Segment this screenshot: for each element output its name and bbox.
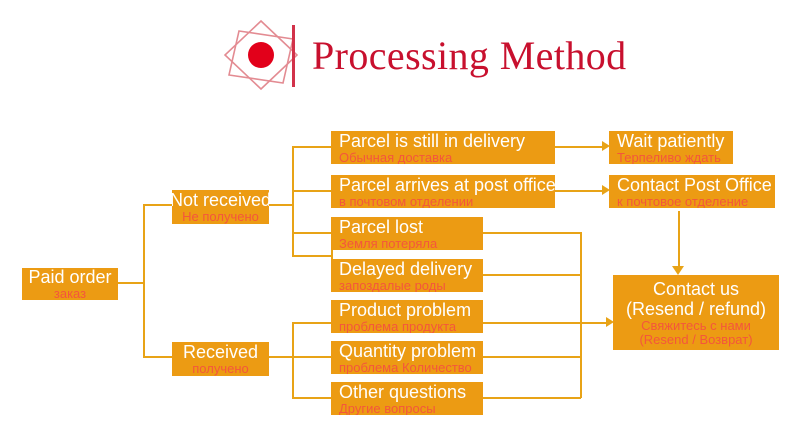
node-not-received-en: Not received [172,190,269,210]
arrowhead-post-office [602,185,610,195]
node-received-ru: получено [192,361,249,376]
node-product-problem[interactable]: Product problem проблема продукта [331,300,483,333]
node-parcel-at-post-office-en: Parcel arrives at post office [339,175,555,195]
node-quantity-problem-ru: проблема Количество [339,359,472,374]
node-contact-us-ru-line1: Свяжитесь с нами [641,317,751,333]
arrowhead-contact-us-top [672,266,684,275]
connector-received-bus [292,322,294,398]
node-quantity-problem[interactable]: Quantity problem проблема Количество [331,341,483,374]
connector-nr-item-4-stub [292,255,332,257]
node-parcel-lost[interactable]: Parcel lost Земля потеряла [331,217,483,250]
connector-nr-item-3 [292,232,332,234]
node-delayed-delivery-ru: запоздалые роды [339,277,446,292]
connector-to-received [143,356,174,358]
node-delayed-delivery-en: Delayed delivery [339,259,473,279]
connector-nr-item-1 [292,146,332,148]
connector-parcel-lost-right [483,232,581,234]
node-parcel-lost-ru: Земля потеряла [339,235,438,250]
node-product-problem-ru: проблема продукта [339,318,457,333]
node-wait-patiently-en: Wait patiently [617,131,725,151]
connector-quantity-right [483,356,581,358]
node-other-questions-ru: Другие вопросы [339,400,436,415]
arrowhead-contact-us-left [606,317,614,327]
connector-to-not-received [143,204,174,206]
node-other-questions-en: Other questions [339,382,467,402]
connector-post-office-down [678,211,680,271]
node-other-questions[interactable]: Other questions Другие вопросы [331,382,483,415]
header-divider [292,25,295,87]
connector-issues-bus [580,232,582,398]
node-contact-us[interactable]: Contact us (Resend / refund) Свяжитесь с… [613,275,779,350]
connector-received-out [268,356,293,358]
node-parcel-at-post-office[interactable]: Parcel arrives at post office в почтовом… [331,175,555,208]
node-quantity-problem-en: Quantity problem [339,341,477,361]
node-parcel-in-delivery-ru: Обычная доставка [339,149,453,164]
node-contact-post-office[interactable]: Contact Post Office к почтовое отделение [609,175,775,208]
arrowhead-wait [602,141,610,151]
node-paid-order-ru: заказ [53,286,87,301]
node-contact-us-en-line1: Contact us [652,278,740,299]
connector-delayed-right [483,274,581,276]
page-title: Processing Method [312,33,627,78]
node-parcel-in-delivery-en: Parcel is still in delivery [339,131,526,151]
connector-bus-to-contact-us [580,322,608,324]
node-product-problem-en: Product problem [339,300,472,320]
node-paid-order-en: Paid order [28,268,112,287]
connector-rc-item-1 [292,322,332,324]
node-wait-patiently[interactable]: Wait patiently Терпеливо ждать [609,131,733,164]
connector-to-post-office [554,190,604,192]
connector-other-right [483,397,581,399]
header: Processing Method [0,0,800,108]
node-parcel-in-delivery[interactable]: Parcel is still in delivery Обычная дост… [331,131,555,164]
connector-to-wait [554,146,604,148]
node-contact-post-office-ru: к почтовое отделение [617,193,749,208]
node-contact-us-en-line2: (Resend / refund) [625,298,767,319]
double-diamond-red-dot-logo [219,17,303,93]
node-delayed-delivery[interactable]: Delayed delivery запоздалые роды [331,259,483,292]
connector-start-split [143,204,145,357]
node-wait-patiently-ru: Терпеливо ждать [617,149,721,164]
connector-rc-item-2 [292,356,332,358]
node-not-received[interactable]: Not received Не получено [172,190,269,224]
node-received[interactable]: Received получено [172,342,269,376]
connector-not-received-out [268,204,293,206]
node-parcel-lost-en: Parcel lost [339,217,424,237]
connector-start-out [117,282,144,284]
connector-not-received-bus [292,146,294,256]
node-parcel-at-post-office-ru: в почтовом отделении [339,193,474,208]
connector-nr-lower-bus [331,232,333,275]
connector-product-right [483,322,581,324]
node-not-received-ru: Не получено [182,209,259,224]
node-received-en: Received [182,342,259,362]
node-paid-order[interactable]: Paid order заказ [22,268,118,300]
connector-rc-item-3 [292,397,332,399]
connector-nr-item-2 [292,190,332,192]
node-contact-us-ru-line2: (Resend / Возврат) [639,331,753,347]
node-contact-post-office-en: Contact Post Office [617,175,772,195]
